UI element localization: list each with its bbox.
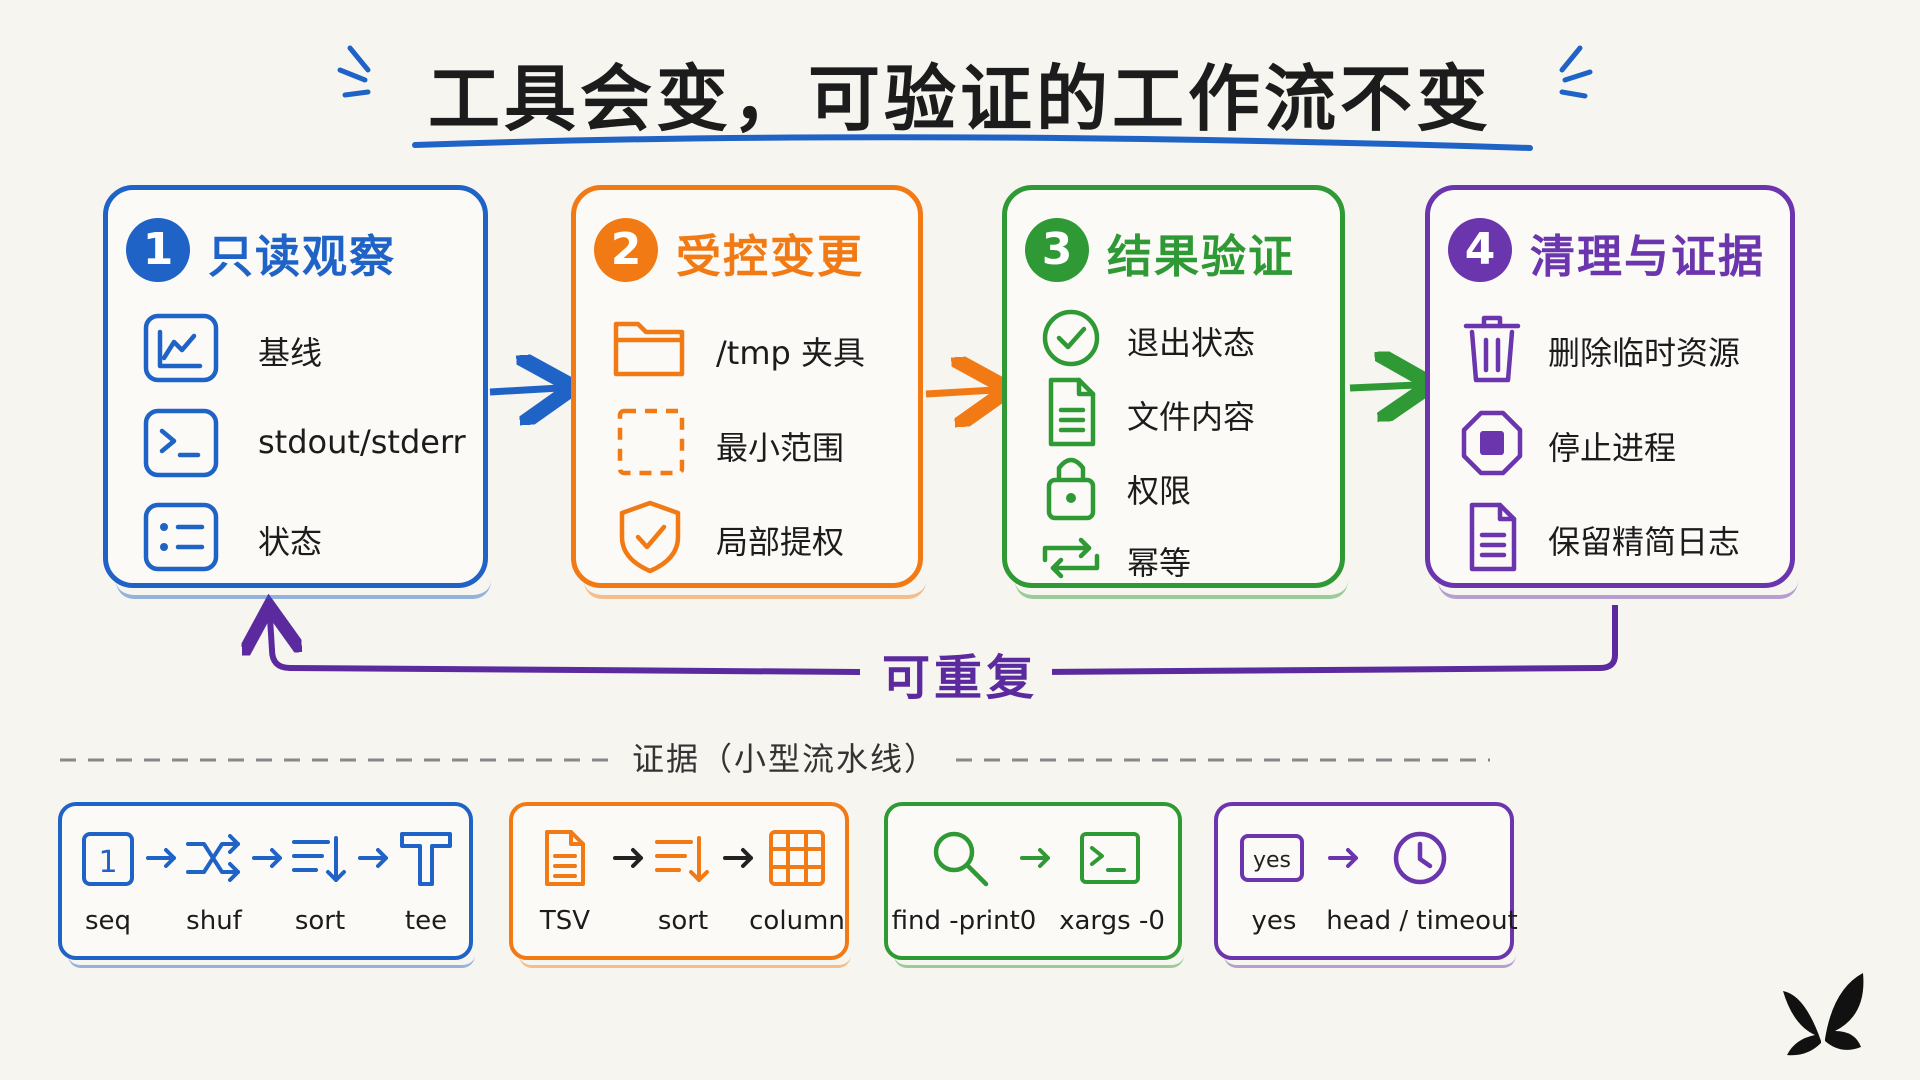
arrow-3-to-4: [1349, 385, 1418, 388]
list-item: 退出状态: [1007, 298, 1340, 378]
list-item: 基线: [108, 308, 483, 388]
list-item: 权限: [1007, 446, 1340, 526]
folder-icon: [608, 308, 692, 388]
pipeline-step-label: find -print0: [891, 906, 1037, 936]
sort-icon: [288, 826, 352, 890]
list-item: 幂等: [1007, 518, 1340, 598]
list-item: 文件内容: [1007, 372, 1340, 452]
document-icon: [1029, 372, 1113, 452]
item-label: 删除临时资源: [1548, 334, 1741, 372]
list-item: 最小范围: [576, 403, 918, 483]
arrow-right-icon: [719, 838, 759, 878]
stage-card-3: 3 结果验证 退出状态 文件内容 权限 幂等: [1002, 185, 1348, 599]
stage-title: 结果验证: [1107, 230, 1296, 283]
item-label: 状态: [258, 523, 323, 561]
list-item: 状态: [108, 497, 483, 577]
stage-number-badge: 2: [594, 218, 658, 282]
stage-title: 受控变更: [676, 230, 865, 283]
svg-text:1: 1: [98, 845, 117, 880]
stage-card-4: 4 清理与证据 删除临时资源 停止进程 保留精简日志: [1425, 185, 1798, 599]
pipeline-card-4: yes yes head / timeout: [1214, 802, 1518, 968]
arrow-right-icon: [609, 838, 649, 878]
item-label: stdout/stderr: [258, 423, 466, 461]
arrow-right-icon: [142, 838, 182, 878]
pipeline-step-label: sort: [657, 906, 709, 936]
title-decoration: [337, 45, 1593, 151]
stage-number-badge: 1: [126, 218, 190, 282]
arrow-right-icon: [1324, 838, 1364, 878]
stage-number-badge: 4: [1448, 218, 1512, 282]
shield-check-icon: [608, 497, 692, 577]
page-title: 工具会变，可验证的工作流不变: [427, 57, 1492, 141]
log-file-icon: [1450, 497, 1534, 577]
trash-icon: [1450, 308, 1534, 388]
stop-icon: [1450, 403, 1534, 483]
list-item: stdout/stderr: [108, 403, 483, 483]
loop-arrow: [270, 605, 1618, 675]
chart-icon: [138, 308, 222, 388]
pipeline-step-label: sort: [294, 906, 346, 936]
pipeline-step-label: shuf: [186, 906, 242, 936]
terminal-icon: [138, 403, 222, 483]
pipeline-card-1: 1 seq shuf sort tee: [58, 802, 475, 968]
pipeline-step-label: tee: [404, 906, 448, 936]
evidence-title: 证据（小型流水线）: [620, 734, 951, 780]
svg-text:yes: yes: [1253, 848, 1291, 873]
item-label: 保留精简日志: [1548, 523, 1741, 561]
stage-card-1: 1 只读观察 基线 stdout/stderr 状态: [103, 185, 491, 599]
pipeline-step-label: head / timeout: [1326, 906, 1518, 936]
item-label: 最小范围: [716, 429, 845, 467]
item-label: 局部提权: [716, 523, 845, 561]
one-box-icon: 1: [76, 826, 140, 890]
yes-box-icon: yes: [1240, 826, 1304, 890]
list-item: /tmp 夹具: [576, 308, 918, 388]
clock-icon: [1388, 826, 1452, 890]
list-item: 删除临时资源: [1430, 308, 1790, 388]
pipeline-step-label: TSV: [539, 906, 591, 936]
item-label: 权限: [1127, 472, 1192, 510]
butterfly-logo-icon: [1783, 973, 1864, 1056]
stage-title: 清理与证据: [1530, 230, 1766, 283]
pipeline-step-label: yes: [1251, 906, 1297, 936]
stage-title: 只读观察: [208, 230, 397, 283]
repeat-icon: [1029, 518, 1113, 598]
arrow-1-to-2: [489, 388, 560, 392]
pipeline-step-label: column: [749, 906, 845, 936]
pipeline-card-2: TSV sort column: [509, 802, 851, 968]
document-icon: [533, 826, 597, 890]
list-icon: [138, 497, 222, 577]
shuffle-icon: [182, 826, 246, 890]
item-label: /tmp 夹具: [716, 334, 865, 372]
dashed-square-icon: [608, 403, 692, 483]
arrow-right-icon: [354, 838, 394, 878]
check-circle-icon: [1029, 298, 1113, 378]
arrow-right-icon: [248, 838, 288, 878]
grid-icon: [765, 826, 829, 890]
pipeline-step-label: seq: [84, 906, 132, 936]
item-label: 幂等: [1127, 544, 1192, 582]
loop-label: 可重复: [868, 638, 1053, 708]
item-label: 文件内容: [1127, 398, 1256, 436]
lock-icon: [1029, 446, 1113, 526]
arrow-right-icon: [1016, 838, 1056, 878]
list-item: 局部提权: [576, 497, 918, 577]
tee-icon: [394, 826, 458, 890]
search-icon: [928, 826, 992, 890]
stage-number-badge: 3: [1025, 218, 1089, 282]
terminal-icon: [1078, 826, 1142, 890]
sort-icon: [651, 826, 715, 890]
item-label: 基线: [258, 334, 323, 372]
pipeline-card-3: find -print0 xargs -0: [884, 802, 1184, 968]
list-item: 保留精简日志: [1430, 497, 1790, 577]
list-item: 停止进程: [1430, 403, 1790, 483]
item-label: 停止进程: [1548, 429, 1677, 467]
pipeline-step-label: xargs -0: [1059, 906, 1165, 936]
item-label: 退出状态: [1127, 324, 1256, 362]
stage-card-2: 2 受控变更 /tmp 夹具 最小范围 局部提权: [571, 185, 926, 599]
arrow-2-to-3: [925, 390, 995, 394]
